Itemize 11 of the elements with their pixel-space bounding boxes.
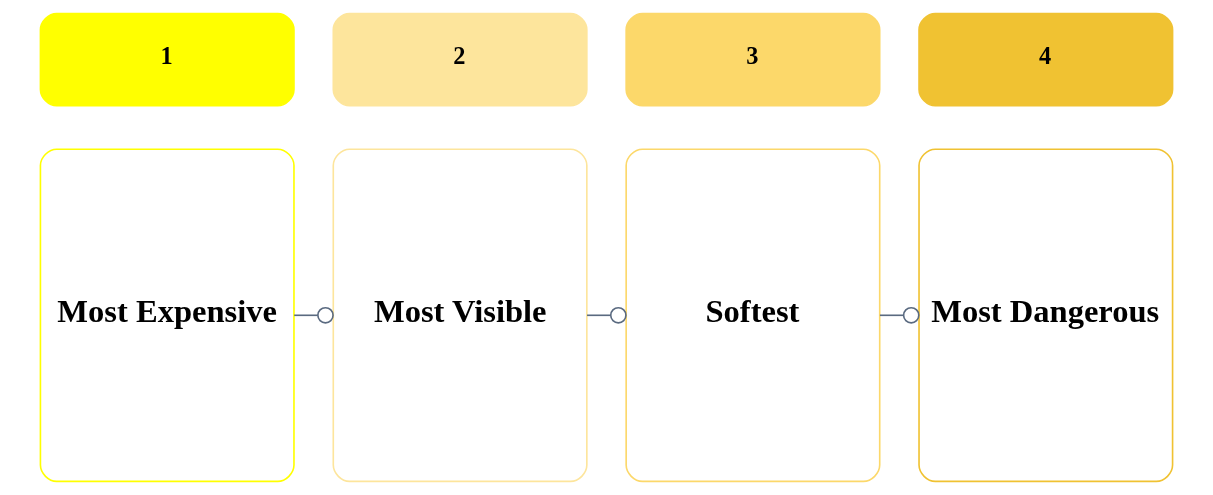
connector bbox=[879, 306, 920, 324]
node-box: Most Visible bbox=[332, 148, 588, 483]
node-box: 2 bbox=[332, 12, 588, 107]
connector bbox=[586, 306, 627, 324]
node-box: 3 bbox=[625, 12, 881, 107]
node-box: Most Dangerous bbox=[918, 148, 1174, 483]
connector bbox=[293, 306, 334, 324]
node-box: Most Expensive bbox=[39, 148, 295, 483]
node-box: 4 bbox=[918, 12, 1174, 107]
node-box: Softest bbox=[625, 148, 881, 483]
node-box: 1 bbox=[39, 12, 295, 107]
